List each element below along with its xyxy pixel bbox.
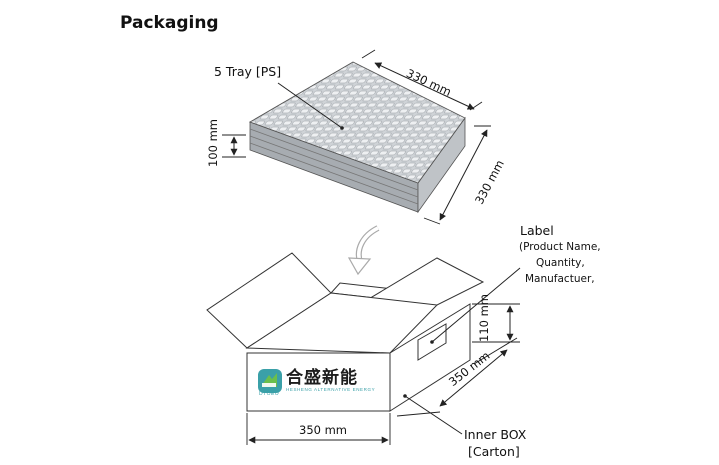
carton-width-label: 350 mm xyxy=(299,423,348,437)
logo-name-en: HESHENG ALTERNATIVE ENERGY xyxy=(286,387,376,392)
logo-mark-icon xyxy=(258,369,282,393)
inner-box-sublabel: [Carton] xyxy=(468,444,520,459)
label-title: Label xyxy=(520,223,554,238)
label-line-quantity: Quantity, xyxy=(536,257,585,269)
label-line-product-name: (Product Name, xyxy=(519,241,601,253)
tray-height-dimension xyxy=(222,134,246,158)
page-title: Packaging xyxy=(120,13,219,33)
carton-label-leader xyxy=(431,267,521,343)
carton-back-edge xyxy=(245,292,439,354)
down-arrow-icon xyxy=(347,225,380,276)
tray-label: 5 Tray [PS] xyxy=(214,64,282,79)
carton-height-dimension xyxy=(472,303,520,343)
logo-mark-text: DTOEO xyxy=(259,391,280,397)
tray-height-label: 100 mm xyxy=(206,118,220,167)
tray-width-dimension xyxy=(361,49,483,111)
carton-depth-dimension xyxy=(396,337,518,417)
carton-width-dimension xyxy=(246,413,391,445)
logo-name-cn: 合盛新能 xyxy=(286,368,358,388)
company-logo: 合盛新能 HESHENG ALTERNATIVE ENERGY xyxy=(257,364,387,398)
inner-box-leader xyxy=(404,395,463,435)
inner-box-label: Inner BOX xyxy=(464,427,527,442)
tray-label-leader xyxy=(277,82,343,129)
carton-height-label: 110 mm xyxy=(477,293,491,342)
tray-depth-dimension xyxy=(423,125,491,225)
label-line-manufacturer: Manufactuer, xyxy=(525,273,595,285)
